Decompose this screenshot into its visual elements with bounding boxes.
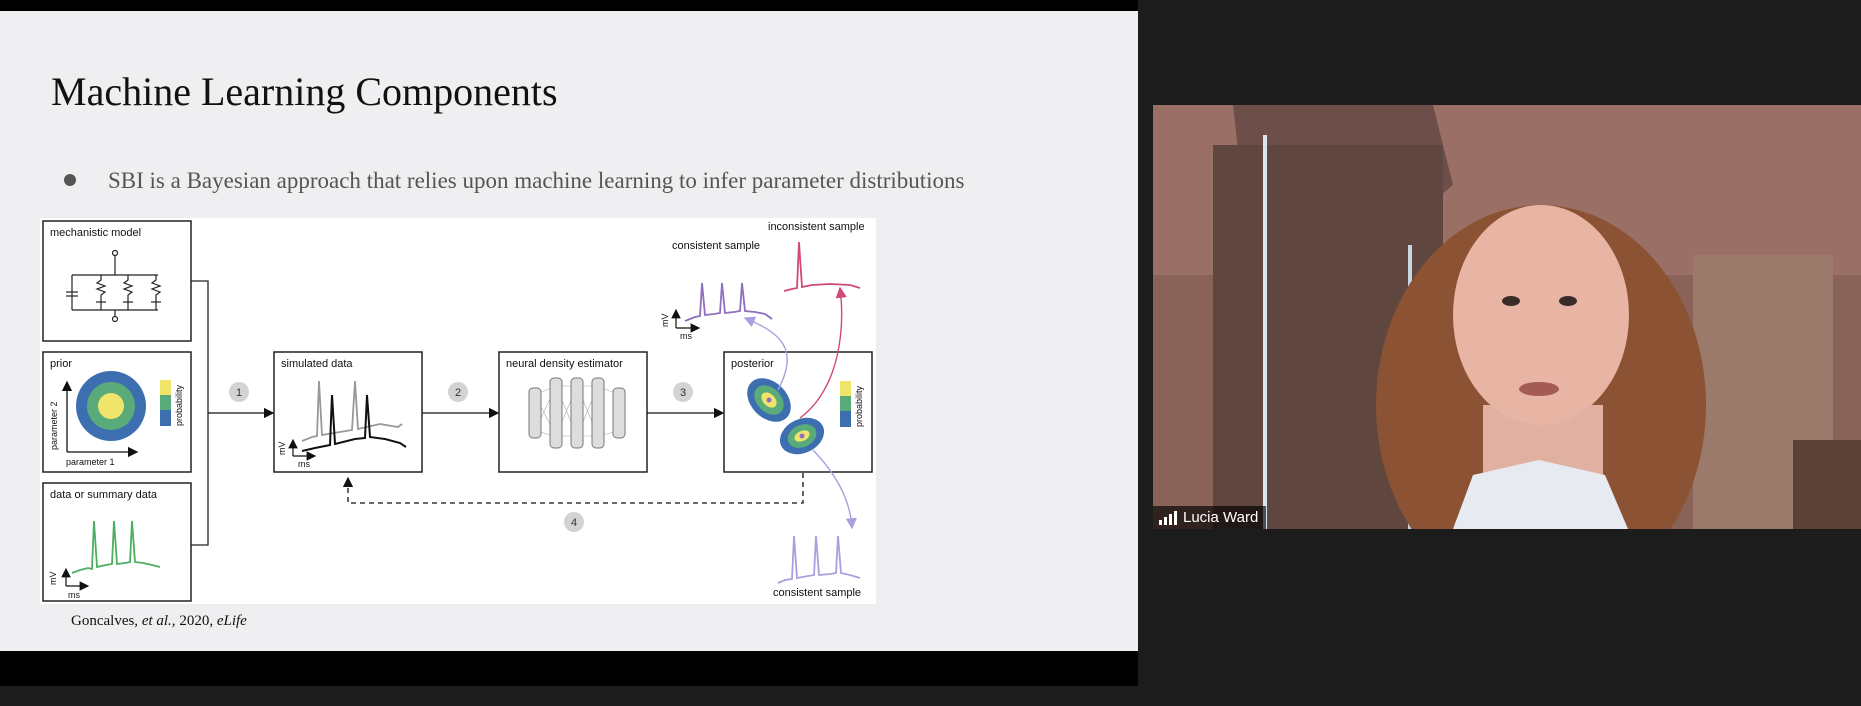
posterior-label: posterior bbox=[731, 358, 774, 370]
svg-text:1: 1 bbox=[236, 387, 242, 399]
neural-density-estimator-box: neural density estimator bbox=[498, 351, 648, 473]
svg-text:consistent sample: consistent sample bbox=[672, 240, 760, 252]
signal-strength-icon bbox=[1159, 510, 1177, 525]
slide-title: Machine Learning Components bbox=[51, 69, 558, 114]
svg-text:ms: ms bbox=[298, 459, 310, 469]
data-summary-label: data or summary data bbox=[50, 489, 158, 501]
svg-text:2: 2 bbox=[455, 387, 461, 399]
nde-label: neural density estimator bbox=[506, 358, 623, 370]
prior-probability-label: probability bbox=[174, 384, 184, 426]
svg-text:ms: ms bbox=[680, 331, 692, 341]
sweater bbox=[1453, 460, 1628, 529]
bullet-icon bbox=[64, 174, 76, 186]
svg-text:ms: ms bbox=[68, 590, 80, 600]
prior-label: prior bbox=[50, 358, 72, 370]
mechanistic-model-box: mechanistic model bbox=[42, 220, 192, 342]
simulated-data-label: simulated data bbox=[281, 358, 353, 370]
parameter-2-label: parameter 2 bbox=[49, 401, 59, 450]
citation: Goncalves, et al., 2020, eLife bbox=[71, 613, 247, 629]
face bbox=[1453, 205, 1629, 425]
step-4-badge bbox=[564, 512, 584, 532]
svg-text:inconsistent sample: inconsistent sample bbox=[768, 221, 865, 233]
simulated-data-box: simulated data ms mV bbox=[273, 351, 423, 473]
bottom-letterbox bbox=[0, 651, 1138, 686]
posterior-probability-label: probability bbox=[854, 385, 864, 427]
svg-text:mV: mV bbox=[277, 442, 287, 456]
participant-name-tag: Lucia Ward bbox=[1153, 506, 1267, 529]
svg-text:mV: mV bbox=[48, 572, 58, 586]
svg-text:3: 3 bbox=[680, 387, 686, 399]
svg-text:mV: mV bbox=[660, 314, 670, 328]
bullet-text: SBI is a Bayesian approach that relies u… bbox=[108, 168, 965, 193]
circuit-icon bbox=[66, 249, 162, 323]
data-summary-box: data or summary data ms mV bbox=[42, 482, 192, 602]
top-letterbox bbox=[0, 0, 1138, 11]
posterior-box: posterior probability bbox=[723, 351, 873, 473]
svg-text:consistent sample: consistent sample bbox=[773, 587, 861, 599]
prior-box: prior parameter 1 parameter 2 probabilit… bbox=[42, 351, 192, 473]
step-2-badge bbox=[448, 382, 468, 402]
mechanistic-model-label: mechanistic model bbox=[50, 227, 141, 239]
step-1-badge bbox=[229, 382, 249, 402]
sbi-figure: mechanistic model prior pa bbox=[40, 218, 876, 604]
step-3-badge bbox=[673, 382, 693, 402]
prior-core bbox=[98, 393, 124, 419]
svg-text:4: 4 bbox=[571, 517, 577, 529]
data-trace bbox=[71, 520, 161, 574]
parameter-1-label: parameter 1 bbox=[66, 457, 115, 467]
consistent-sample-bottom: consistent sample bbox=[773, 535, 861, 599]
network-layers bbox=[528, 377, 626, 449]
participant-video[interactable] bbox=[1153, 105, 1861, 529]
window-light-strip bbox=[1263, 135, 1267, 529]
inconsistent-sample: inconsistent sample bbox=[768, 221, 865, 292]
consistent-sample-top: consistent sample ms mV bbox=[660, 240, 773, 341]
participant-name: Lucia Ward bbox=[1183, 509, 1259, 526]
